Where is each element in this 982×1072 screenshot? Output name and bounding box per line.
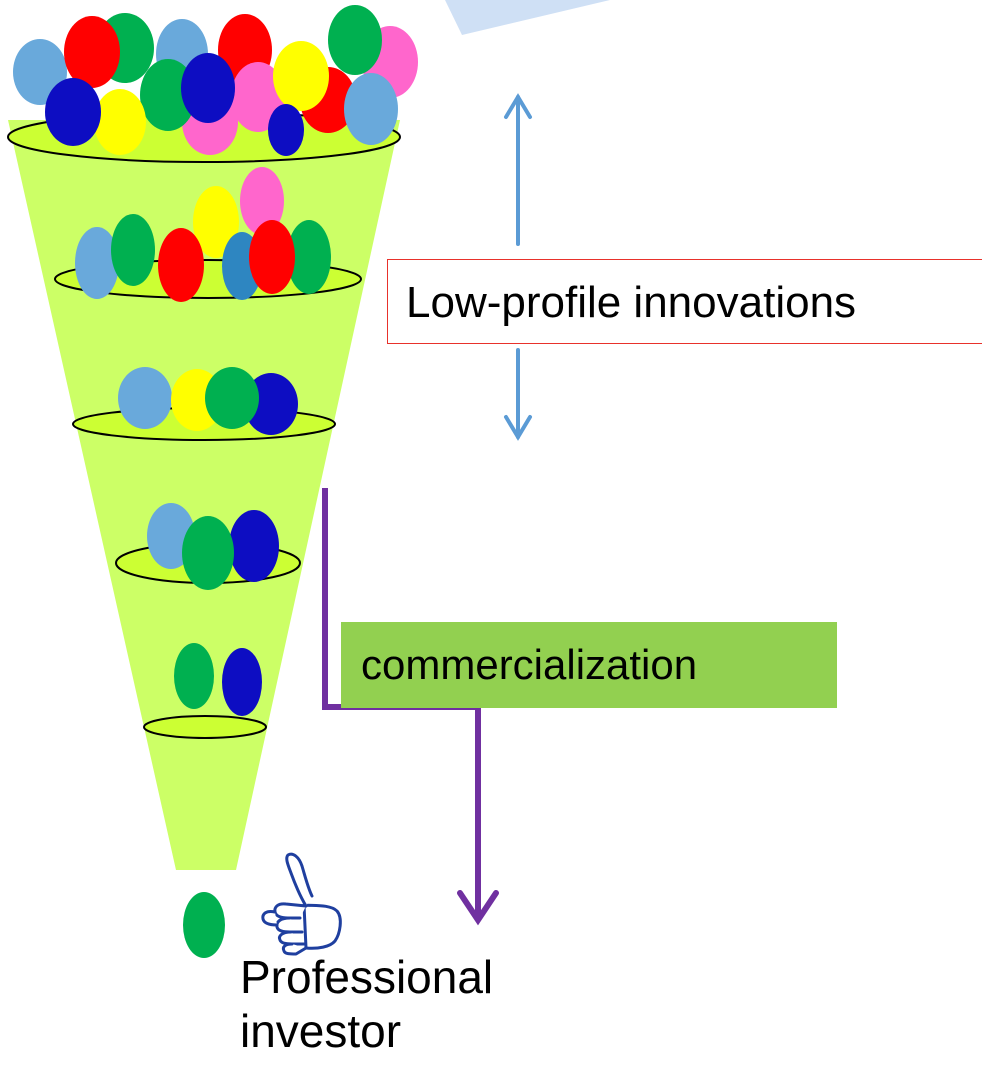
ball bbox=[240, 167, 284, 235]
ball-row-2 bbox=[118, 367, 298, 435]
ball bbox=[111, 214, 155, 286]
ball bbox=[287, 220, 331, 294]
ball-row-3 bbox=[147, 503, 279, 590]
ball bbox=[344, 73, 398, 145]
ball bbox=[45, 78, 101, 146]
ball bbox=[193, 186, 239, 258]
thumbs-up-icon bbox=[261, 852, 342, 956]
ball-row-4 bbox=[174, 643, 262, 716]
ball bbox=[231, 62, 285, 132]
ball bbox=[94, 89, 146, 155]
ball bbox=[222, 648, 262, 716]
ball bbox=[328, 5, 382, 75]
ball bbox=[268, 104, 304, 156]
ball-pile-top bbox=[13, 5, 418, 156]
ball bbox=[182, 516, 234, 590]
down-arrow-icon bbox=[504, 348, 532, 441]
ball bbox=[140, 59, 196, 131]
ball-row-1 bbox=[75, 167, 331, 302]
level-ring-4 bbox=[143, 715, 267, 739]
investor-label-line1: Professional bbox=[240, 951, 494, 1003]
up-arrow-icon bbox=[504, 93, 532, 246]
ball bbox=[273, 41, 329, 111]
professional-investor-label: Professional investor bbox=[240, 950, 580, 1058]
ball bbox=[158, 228, 204, 302]
final-ball bbox=[183, 892, 225, 958]
ball bbox=[181, 53, 235, 123]
funnel bbox=[8, 120, 400, 870]
ball bbox=[75, 227, 119, 299]
low-profile-innovations-label: Low-profile innovations bbox=[387, 259, 982, 344]
ball bbox=[229, 510, 279, 582]
investor-label-line2: investor bbox=[240, 1005, 402, 1057]
ball bbox=[205, 367, 259, 429]
ball bbox=[118, 367, 172, 429]
top-decor-triangle bbox=[445, 0, 610, 35]
ball bbox=[174, 643, 214, 709]
ball bbox=[249, 220, 295, 294]
ball bbox=[64, 16, 120, 88]
commercialization-label: commercialization bbox=[341, 622, 837, 708]
